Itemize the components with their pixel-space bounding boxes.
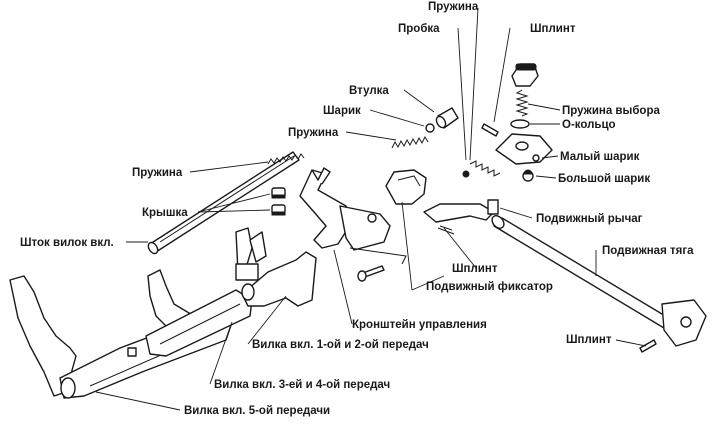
- label-small-ball: Малый шарик: [560, 151, 640, 163]
- label-fork-1-2: Вилка вкл. 1-ой и 2-ой передач: [252, 339, 429, 351]
- label-o-ring: О-кольцо: [562, 119, 616, 131]
- label-plug: Пробка: [398, 23, 440, 35]
- bushing-part: [435, 107, 459, 129]
- label-bushing: Втулка: [349, 85, 389, 97]
- o-ring-part: [510, 119, 530, 129]
- label-selector-spring: Пружина выбора: [562, 105, 660, 117]
- label-spring-left: Пружина: [132, 167, 183, 179]
- label-movable-rod: Подвижная тяга: [602, 245, 694, 257]
- split-pin-right-part: [639, 339, 657, 353]
- label-control-bracket: Кронштейн управления: [352, 319, 487, 331]
- label-split-pin-right: Шплинт: [566, 334, 612, 346]
- plug-spring-part: [462, 160, 501, 178]
- cover-part: [271, 187, 286, 216]
- small-ball-part: [532, 154, 540, 162]
- label-ball: Шарик: [323, 105, 361, 117]
- ball-part: [425, 123, 435, 133]
- control-bracket-part: [299, 167, 407, 265]
- spring-mid-part: [391, 135, 429, 149]
- label-movable-lever: Подвижный рычаг: [536, 213, 643, 225]
- movable-rod-part: [491, 215, 707, 347]
- label-split-pin-top: Шплинт: [530, 23, 576, 35]
- label-split-pin-mid: Шплинт: [452, 263, 498, 275]
- label-movable-detent: Подвижный фиксатор: [426, 281, 553, 293]
- label-fork-rod: Шток вилок вкл.: [20, 237, 114, 249]
- label-fork-3-4: Вилка вкл. 3-ей и 4-ой передач: [214, 379, 390, 391]
- label-cover: Крышка: [142, 207, 188, 219]
- split-pin-top-part: [481, 123, 499, 137]
- label-spring-top: Пружина: [428, 1, 479, 13]
- label-spring-mid: Пружина: [288, 127, 339, 139]
- movable-detent-part: [385, 169, 427, 205]
- fork-1-2-part: [241, 231, 317, 307]
- leader-lines: [95, 7, 647, 411]
- spring-left-part: [267, 153, 305, 165]
- big-ball-part: [522, 169, 534, 182]
- fork-rod-part: [147, 151, 300, 255]
- selector-spring-part: [515, 89, 529, 117]
- label-big-ball: Большой шарик: [558, 173, 650, 185]
- fork-3-4-part: [145, 227, 259, 357]
- bolt-part: [357, 265, 385, 282]
- selector-housing-part: [495, 63, 553, 165]
- movable-lever-part: [423, 199, 499, 231]
- label-fork-5: Вилка вкл. 5-ой передачи: [184, 405, 330, 417]
